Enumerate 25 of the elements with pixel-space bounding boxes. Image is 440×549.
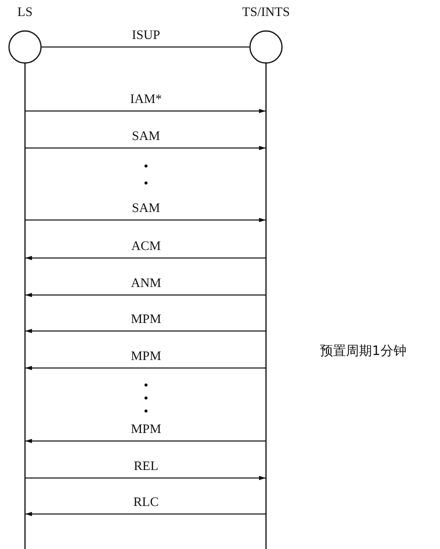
- participant-label: LS: [16, 4, 34, 20]
- message-label: MPM: [130, 311, 162, 326]
- connector-line: [41, 46, 250, 48]
- note-text: 预置周期1分钟: [320, 343, 406, 360]
- message-label: RLC: [133, 494, 159, 509]
- message-label: SAM: [132, 200, 160, 215]
- message-arrow: [25, 292, 266, 298]
- message-label: ANM: [130, 275, 162, 290]
- message-arrow: [25, 438, 266, 444]
- message-label: IAM*: [130, 91, 162, 106]
- message-arrow: [25, 256, 266, 260]
- participant-label: TS/INTS: [241, 4, 291, 20]
- message-arrow: [25, 328, 266, 334]
- message-arrow: [25, 476, 266, 480]
- message-arrow: [25, 108, 266, 114]
- message-arrow: [25, 512, 266, 516]
- message-label: MPM: [130, 421, 162, 436]
- message-label: REL: [134, 458, 158, 473]
- message-label: SAM: [132, 128, 160, 143]
- message-arrow: [25, 146, 266, 150]
- message-label: ACM: [131, 238, 161, 253]
- message-label: ISUP: [132, 27, 160, 42]
- message-arrow: [25, 366, 266, 370]
- message-arrow: [25, 218, 266, 222]
- message-label: MPM: [130, 348, 162, 363]
